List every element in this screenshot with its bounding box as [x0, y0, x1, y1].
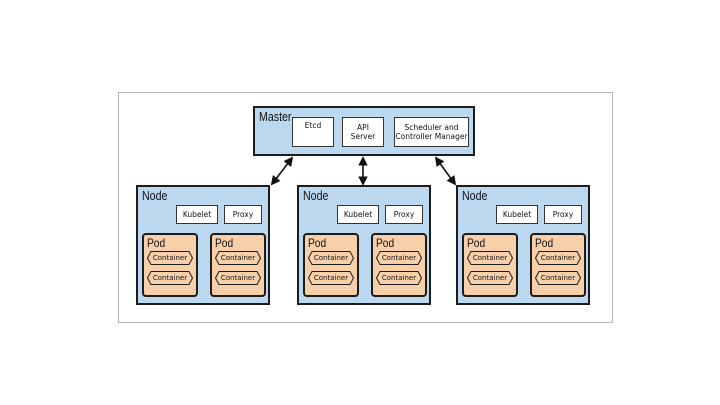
container-shape: Container [308, 271, 354, 285]
scheduler-controller-label: Scheduler and Controller Manager [395, 123, 468, 141]
arrow-master-node-right [434, 156, 457, 186]
node-title: Node [303, 189, 329, 203]
container-label: Container [472, 274, 508, 282]
container-shape: Container [215, 251, 261, 265]
kubelet-box: Kubelet [337, 205, 379, 224]
container-shape: Container [308, 251, 354, 265]
container-shape: Container [535, 271, 581, 285]
pod-box: Pod Container Container [210, 233, 266, 297]
container-label: Container [152, 254, 188, 262]
container-shape: Container [535, 251, 581, 265]
node-box: Node Kubelet Proxy Pod Container Contain… [297, 185, 431, 305]
container-label: Container [381, 254, 417, 262]
proxy-label: Proxy [232, 210, 254, 219]
master-title: Master [259, 110, 292, 124]
container-label: Container [472, 254, 508, 262]
pod-title: Pod [535, 236, 554, 250]
node-title: Node [142, 189, 168, 203]
pod-box: Pod Container Container [462, 233, 518, 297]
pod-box: Pod Container Container [303, 233, 359, 297]
pod-box: Pod Container Container [371, 233, 427, 297]
master-box: Master Etcd API Server Scheduler and Con… [253, 106, 475, 156]
proxy-label: Proxy [552, 210, 574, 219]
container-label: Container [540, 254, 576, 262]
proxy-box: Proxy [385, 205, 423, 224]
node-box: Node Kubelet Proxy Pod Container Contain… [136, 185, 270, 305]
pod-title: Pod [467, 236, 486, 250]
proxy-box: Proxy [544, 205, 582, 224]
container-label: Container [220, 274, 256, 282]
proxy-box: Proxy [224, 205, 262, 224]
kubelet-label: Kubelet [502, 210, 532, 219]
container-label: Container [220, 254, 256, 262]
kubelet-label: Kubelet [182, 210, 212, 219]
pod-box: Pod Container Container [530, 233, 586, 297]
etcd-box: Etcd [292, 117, 334, 147]
container-shape: Container [215, 271, 261, 285]
kubelet-box: Kubelet [496, 205, 538, 224]
kubelet-box: Kubelet [176, 205, 218, 224]
container-shape: Container [147, 271, 193, 285]
arrow-master-node-left [270, 156, 294, 186]
container-shape: Container [376, 271, 422, 285]
api-server-label: API Server [350, 123, 376, 141]
container-label: Container [381, 274, 417, 282]
proxy-label: Proxy [393, 210, 415, 219]
pod-title: Pod [215, 236, 234, 250]
container-label: Container [313, 274, 349, 282]
pod-title: Pod [308, 236, 327, 250]
api-server-box: API Server [342, 117, 384, 147]
container-shape: Container [147, 251, 193, 265]
pod-title: Pod [147, 236, 166, 250]
container-label: Container [540, 274, 576, 282]
pod-title: Pod [376, 236, 395, 250]
scheduler-controller-box: Scheduler and Controller Manager [394, 117, 469, 147]
container-shape: Container [376, 251, 422, 265]
node-title: Node [462, 189, 488, 203]
container-label: Container [313, 254, 349, 262]
container-shape: Container [467, 251, 513, 265]
kubelet-label: Kubelet [343, 210, 373, 219]
container-shape: Container [467, 271, 513, 285]
etcd-label: Etcd [304, 121, 322, 130]
node-box: Node Kubelet Proxy Pod Container Contain… [456, 185, 590, 305]
pod-box: Pod Container Container [142, 233, 198, 297]
container-label: Container [152, 274, 188, 282]
